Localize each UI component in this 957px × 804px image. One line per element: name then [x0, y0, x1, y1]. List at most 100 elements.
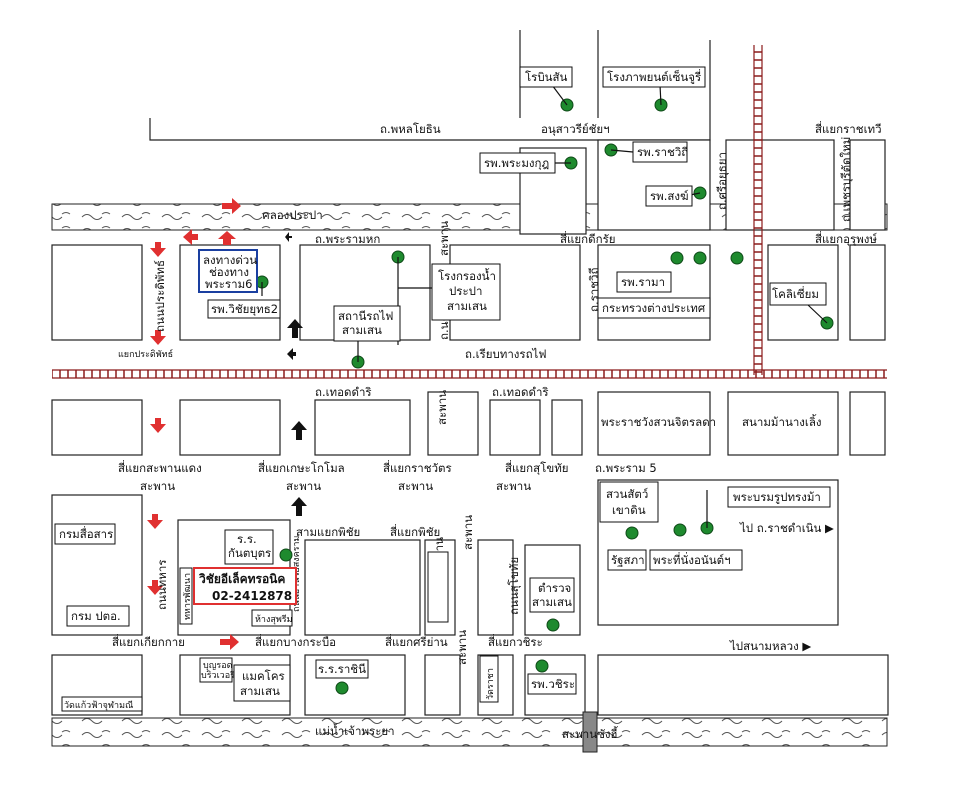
road-label-ditkhrai: สี่แยกดีกรัย: [560, 231, 615, 246]
tree-icon: [673, 523, 687, 537]
block-r4-4: [424, 654, 461, 716]
place-tahan-small: ทหารพัฒนา: [183, 573, 193, 620]
place-robinson: โรบินสัน: [525, 70, 568, 84]
road-label-pradiphat-junction: แยกประดิพัทธ์: [118, 348, 173, 360]
tree-icon: [279, 548, 293, 562]
road-label-kasem: สี่แยกเกษะโกโมล: [258, 460, 345, 475]
arrow-right-icon: [220, 634, 239, 650]
road-label-phichai: สี่แยกพิชัย: [390, 524, 440, 539]
road-label-saphan-daeng: สี่แยกสะพานแดง: [118, 460, 202, 475]
road-label-kratchawi: สี่แยกราชเทวี: [815, 121, 882, 136]
place-century: โรงภาพยนต์เซ็นจูรี่: [607, 69, 701, 84]
place-expressway: ลงทางด่วนช่องทางพระราม6: [203, 253, 257, 291]
block-phet: [849, 139, 886, 231]
place-ratchini-small: วัดราชา: [486, 668, 496, 700]
place-makro: แมคโครสามเสน: [240, 669, 285, 698]
road-label-rama5: ถ.พระราม 5: [595, 461, 657, 475]
place-boonrot: บุญรอดบริวเวอรี่: [201, 661, 235, 681]
place-wat-small: วัดแก้วฟ้าจุฬามณี: [64, 700, 133, 711]
place-songkhro: รพ.สงฆ์: [650, 189, 689, 203]
tree-icon: [335, 681, 349, 695]
road-label-tahan: ถนนทหาร: [155, 560, 169, 610]
block-r2-3: [314, 399, 411, 456]
road-label-sukhothai-rd: ถนนสุโขทัย: [507, 557, 521, 615]
place-phramongkut: รพ.พระมงกุฎ: [484, 156, 549, 170]
arrow-down-icon: [150, 418, 166, 433]
road-label-saphan-v2: สะพาน: [455, 630, 469, 665]
road-label-saphan-1: สะพาน: [140, 479, 175, 493]
road-label-siyan: สี่แยกศรีย่าน: [385, 634, 448, 649]
road-label-victory: อนุสาวรีย์ชัยฯ: [541, 122, 610, 136]
block-left-1: [51, 244, 143, 341]
place-coliseum: โคลิเซี่ยม: [772, 286, 819, 301]
road-label-saphan-top: สะพาน: [437, 221, 451, 256]
place-dusit-zoo: สวนสัตว์เขาดิน: [606, 487, 648, 517]
river-chao-phraya: [51, 717, 888, 747]
road-label-saphan-v: สะพาน: [461, 515, 475, 550]
connector-lines: [261, 84, 828, 528]
block-r2-6: [551, 399, 583, 456]
road-label-thoet-dami-2: ถ.เทอดดำริ: [492, 385, 549, 399]
place-waterworks: โรงกรองน้ำประปาสามเสน: [438, 268, 496, 313]
bridge-sanghi: [582, 711, 598, 753]
block-r2-9: [849, 391, 886, 456]
tree-icon: [693, 251, 707, 265]
road-label-rachawat: สี่แยกราชวัตร: [383, 460, 452, 475]
place-statue: พระบรมรูปทรงม้า: [733, 490, 821, 504]
place-wichaiyut: รพ.วิชัยยุทธ2: [211, 302, 278, 316]
block-r2-4: [427, 391, 479, 456]
road-label-sam-yaek-phichai: สามแยกพิชัย: [296, 525, 360, 539]
black-arrows: [285, 232, 307, 516]
road-label-phahon: ถ.พหลโยธิน: [380, 122, 441, 136]
place-wachira: รพ.วชิระ: [531, 677, 575, 691]
block-r2-8: [727, 391, 839, 456]
company-name: วิชัยอีเล็คทรอนิค: [199, 571, 286, 586]
place-police-samsen: ตำรวจสามเสน: [532, 581, 572, 609]
place-rajini: ร.ร.ราชินี: [318, 662, 366, 676]
block-r2-5: [489, 399, 541, 456]
road-label-saphan-3: สะพาน: [398, 479, 433, 493]
arrow-up-icon: [291, 421, 307, 440]
block-r2-7: [597, 391, 711, 456]
place-rama-hospital: รพ.รามา: [621, 275, 665, 289]
place-police-dept: กรม ปตอ.: [71, 609, 121, 623]
road-label-rail-road: ถ.เรียบทางรถไฟ: [465, 347, 546, 361]
road-label-to-sanamluang: ไปสนามหลวง ▶: [729, 639, 811, 653]
block-r2-1: [51, 399, 143, 456]
block-top-left: [149, 118, 711, 141]
block-mid-5: [849, 244, 886, 341]
road-label-saphan-mid: สะพาน: [435, 390, 449, 425]
arrow-turn-icon: [287, 348, 296, 362]
place-nanglerng: สนามม้านางเลิ้ง: [742, 414, 821, 429]
place-parliament: รัฐสภา: [611, 553, 645, 567]
bridge-label-sanghi: สะพานซังฮี้: [562, 726, 619, 741]
road-label-kiakkai: สี่แยกเกียกกาย: [112, 634, 185, 649]
block-ayutthaya: [725, 139, 835, 231]
company-phone: 02-2412878: [212, 589, 292, 603]
arrow-up-icon: [218, 231, 236, 245]
road-label-urupong: สี่แยกอุรุพงษ์: [815, 231, 877, 246]
arrow-turn-icon: [285, 232, 292, 244]
road-label-bangkrabue: สี่แยกบางกระบือ: [255, 634, 336, 649]
road-label-wachira: สี่แยกวชิระ: [488, 634, 543, 649]
road-labels: ถ.พหลโยธิน อนุสาวรีย์ชัยฯ สี่แยกราชเทวี …: [112, 121, 882, 741]
arrow-left-icon: [183, 229, 198, 245]
tree-icon: [670, 251, 684, 265]
place-anantasamakhom: พระที่นั่งอนันต์ฯ: [653, 552, 731, 567]
road-label-klong-prapa: คลองประปา: [262, 208, 323, 222]
railway-h: [52, 370, 887, 378]
road-label-thoet-dami-1: ถ.เทอดดำริ: [315, 385, 372, 399]
arrow-up-icon: [287, 319, 303, 338]
place-samsen-station: สถานีรถไฟสามเสน: [338, 309, 393, 337]
road-label-saphan-4: สะพาน: [496, 479, 531, 493]
block-r2-2: [179, 399, 281, 456]
road-label-rama6: ถ.พระรามหก: [315, 232, 380, 246]
arrow-down-icon: [150, 330, 166, 345]
block-r3-5: [477, 539, 514, 636]
arrow-down-icon: [150, 242, 166, 257]
place-printing-dept: กรมสื่อสาร: [59, 526, 113, 541]
railway-v: [754, 45, 762, 375]
arrow-down-icon: [147, 580, 163, 595]
road-label-saphan-2: สะพาน: [286, 479, 321, 493]
